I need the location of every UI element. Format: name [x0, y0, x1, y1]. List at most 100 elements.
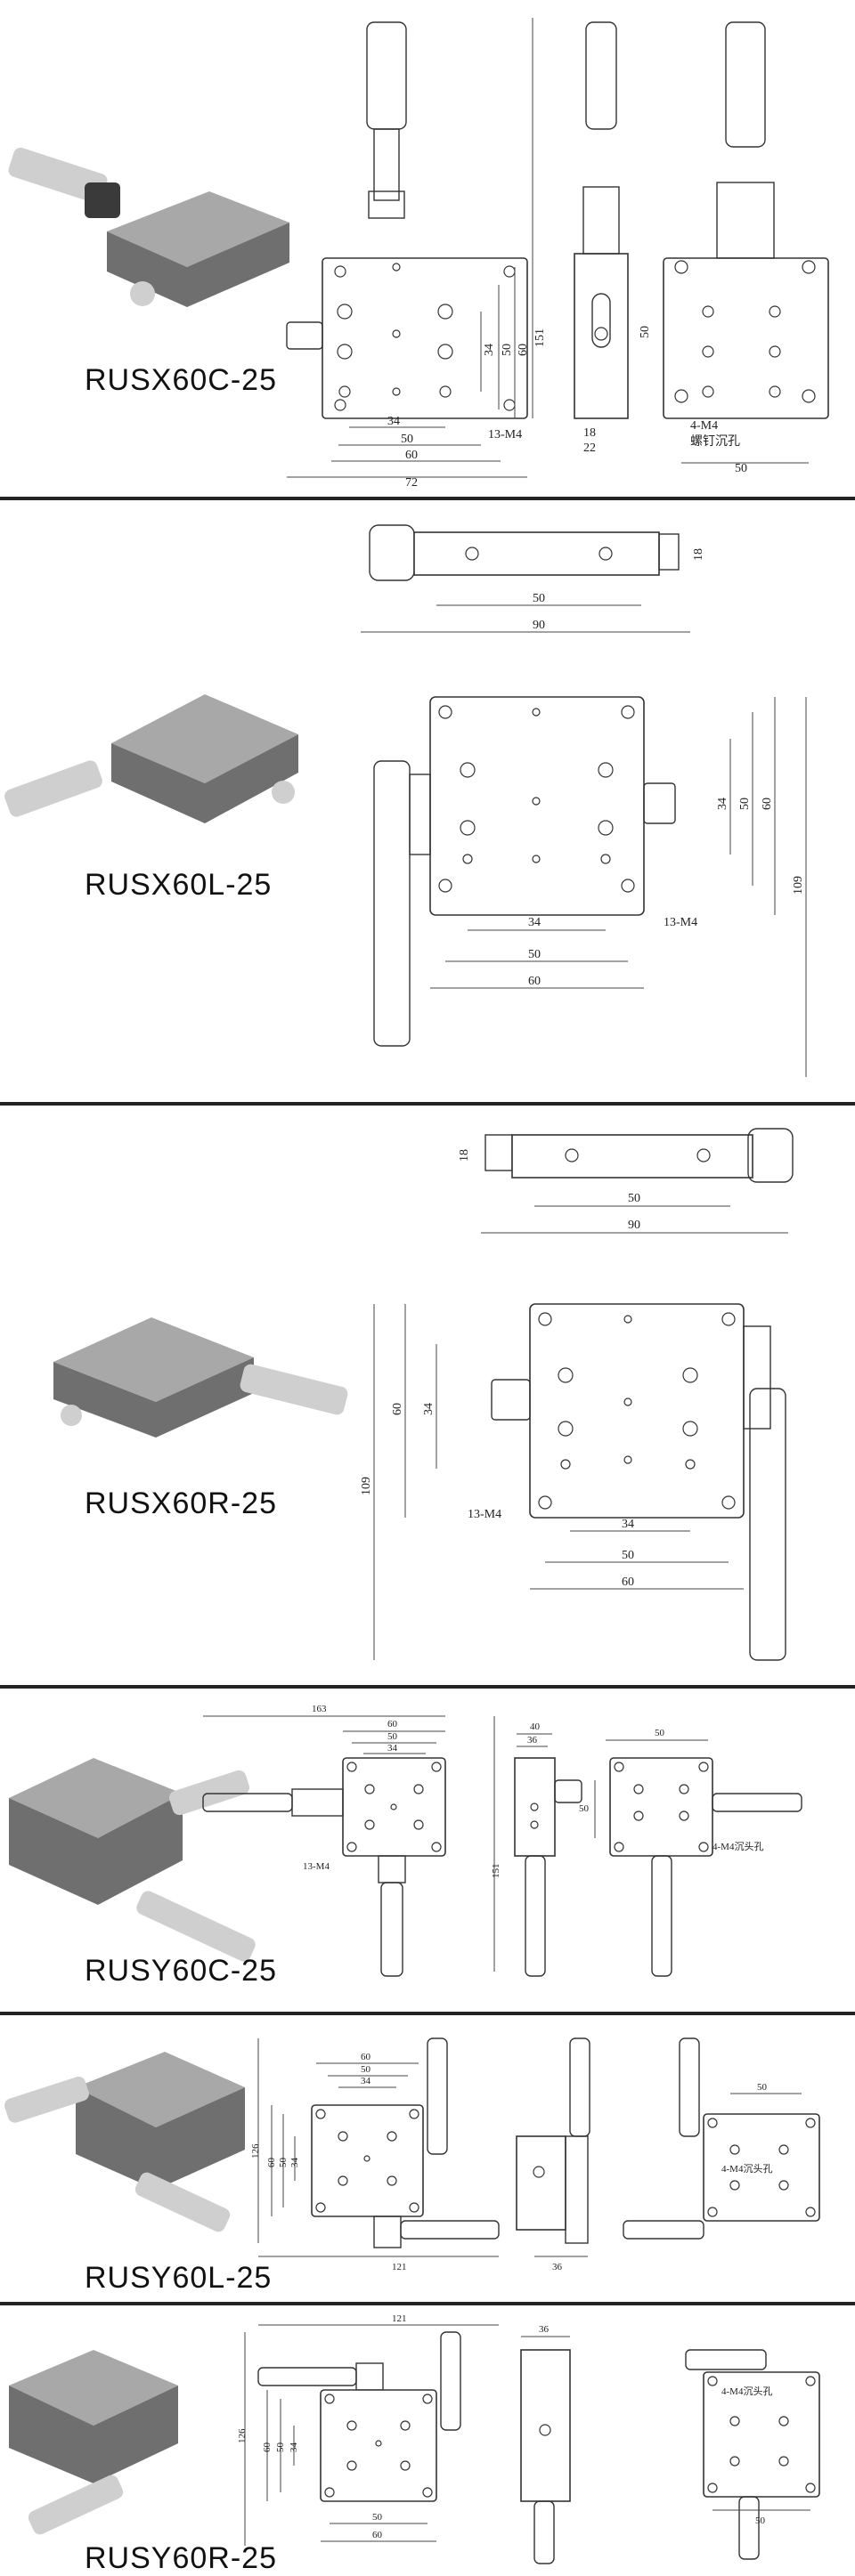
dim-v50: 50	[501, 344, 514, 356]
section-rusy60c: RUSY60C-25 163 60 50 34 151 13-M4	[9, 1704, 802, 1988]
dim-60: 60	[528, 975, 541, 988]
dim-v34: 34	[483, 344, 496, 356]
front-view-rusy60l: 60 50 34 126 60 50 34 121	[250, 2037, 500, 2272]
dim-121: 121	[392, 2313, 407, 2324]
back-note: 螺钉沉孔	[690, 434, 740, 449]
side-dim-90: 90	[628, 1219, 640, 1232]
side-view-rusy60l: 36	[516, 2037, 590, 2272]
back-holes: 4-M4	[690, 419, 718, 433]
dim-v60: 60	[266, 2158, 277, 2168]
dim-v126: 126	[237, 2428, 248, 2443]
section-rusx60c: RUSX60C-25 34 50 60 72	[8, 18, 829, 490]
dim-60: 60	[372, 2530, 383, 2540]
product-photo-rusy60r	[9, 2350, 178, 2535]
model-label-rusx60r: RUSX60R-25	[85, 1486, 277, 1520]
dim-v50: 50	[275, 2442, 286, 2453]
dim-v60: 60	[761, 798, 774, 810]
front-view-rusx60l: 34 50 60 34 50 60 109 13-M4	[373, 696, 807, 1077]
dim-v151: 151	[491, 1864, 501, 1879]
holes-note: 13-M4	[488, 428, 522, 441]
dim-60: 60	[622, 1576, 634, 1589]
side-dim-22: 22	[583, 441, 596, 455]
dim-v34: 34	[422, 1403, 436, 1415]
side-dim-50: 50	[533, 592, 545, 605]
holes-note: 13-M4	[664, 916, 697, 929]
front-view-rusx60c: 34 50 60 72 34 50 60 151 13-M4	[286, 18, 547, 490]
holes-note: 13-M4	[303, 1861, 330, 1872]
back-view-rusy60l: 50 4-M4沉头孔	[623, 2037, 820, 2240]
dim-v60: 60	[262, 2442, 273, 2453]
side-dim-18: 18	[458, 1149, 471, 1162]
side-dim-36: 36	[527, 1735, 538, 1746]
dim-v109: 109	[360, 1477, 373, 1495]
model-label-rusx60c: RUSX60C-25	[85, 363, 277, 397]
product-photo-rusx60c	[8, 147, 289, 307]
side-view-rusy60c: 40 36	[514, 1721, 582, 1977]
back-holes: 4-M4沉头孔	[712, 1841, 763, 1852]
front-view-rusx60r: 34 50 60 109 60 34 13-M4	[360, 1303, 786, 1661]
back-dim-50: 50	[755, 2515, 766, 2526]
back-view-rusx60c: 4-M4 螺钉沉孔 50	[663, 21, 829, 475]
model-label-rusy60r: RUSY60R-25	[85, 2541, 277, 2575]
back-dim-50: 50	[757, 2082, 768, 2093]
dim-34: 34	[622, 1518, 634, 1531]
dim-121: 121	[392, 2262, 407, 2272]
back-view-rusy60r: 4-M4沉头孔 50	[685, 2349, 820, 2560]
back-dim-50v: 50	[579, 1803, 590, 1814]
dim-v34: 34	[716, 798, 729, 810]
section-rusx60l: RUSX60L-25 18 50 90 34	[4, 524, 807, 1077]
dim-v50: 50	[738, 798, 752, 810]
model-label-rusy60l: RUSY60L-25	[85, 2261, 272, 2295]
product-photo-rusx60r	[53, 1317, 348, 1438]
section-rusy60r: RUSY60R-25 121 126 60 50 34 50 60	[9, 2313, 820, 2575]
dim-v109: 109	[792, 876, 805, 895]
dim-50: 50	[528, 948, 541, 961]
side-dim-50: 50	[639, 326, 652, 338]
dim-50: 50	[401, 433, 413, 446]
product-photo-rusx60l	[4, 694, 298, 823]
section-divider	[0, 2302, 855, 2305]
side-view-rusx60c: 18 22 50	[574, 21, 652, 455]
dim-50: 50	[372, 2512, 383, 2523]
dim-v126: 126	[250, 2143, 261, 2159]
side-dim-18: 18	[583, 426, 596, 440]
dim-50: 50	[387, 1731, 398, 1742]
dim-v50: 50	[278, 2158, 289, 2168]
section-divider	[0, 497, 855, 500]
model-label-rusx60l: RUSX60L-25	[85, 868, 272, 902]
dim-60: 60	[361, 2052, 371, 2062]
model-label-rusy60c: RUSY60C-25	[85, 1954, 277, 1988]
side-dim-90: 90	[533, 619, 545, 632]
dim-v34: 34	[289, 2158, 300, 2168]
back-holes: 4-M4沉头孔	[721, 2386, 772, 2397]
back-view-rusy60c: 50 50 4-M4沉头孔	[579, 1728, 802, 1977]
dim-50: 50	[361, 2064, 371, 2075]
side-view-rusx60r: 18 50 90	[458, 1128, 794, 1234]
dim-34: 34	[387, 1743, 398, 1754]
section-divider	[0, 1102, 855, 1106]
product-photo-rusy60c	[9, 1758, 256, 1962]
dim-50: 50	[622, 1549, 634, 1562]
side-dim-50: 50	[628, 1192, 640, 1205]
side-dim-40: 40	[530, 1721, 541, 1732]
side-view-rusy60r: 36	[520, 2324, 571, 2564]
section-divider	[0, 1685, 855, 1689]
dim-v60: 60	[517, 344, 530, 356]
side-view-rusx60l: 18 50 90	[361, 524, 705, 633]
side-dim-18: 18	[692, 548, 705, 561]
dim-v60: 60	[391, 1403, 404, 1415]
back-dim-50: 50	[655, 1728, 665, 1738]
dim-60: 60	[405, 449, 418, 462]
dim-v34: 34	[289, 2442, 299, 2453]
section-rusy60l: RUSY60L-25 60 50 34 126 60 50 34	[4, 2037, 820, 2295]
dim-163: 163	[312, 1704, 327, 1714]
holes-note: 13-M4	[468, 1508, 501, 1521]
front-view-rusy60r: 121 126 60 50 34 50 60	[237, 2313, 499, 2546]
dim-34: 34	[528, 916, 541, 929]
side-dim-36: 36	[552, 2262, 563, 2272]
dim-v151: 151	[533, 328, 547, 347]
back-dim-50: 50	[735, 462, 747, 475]
back-holes: 4-M4沉头孔	[721, 2163, 772, 2175]
product-photo-rusy60l	[4, 2052, 245, 2232]
